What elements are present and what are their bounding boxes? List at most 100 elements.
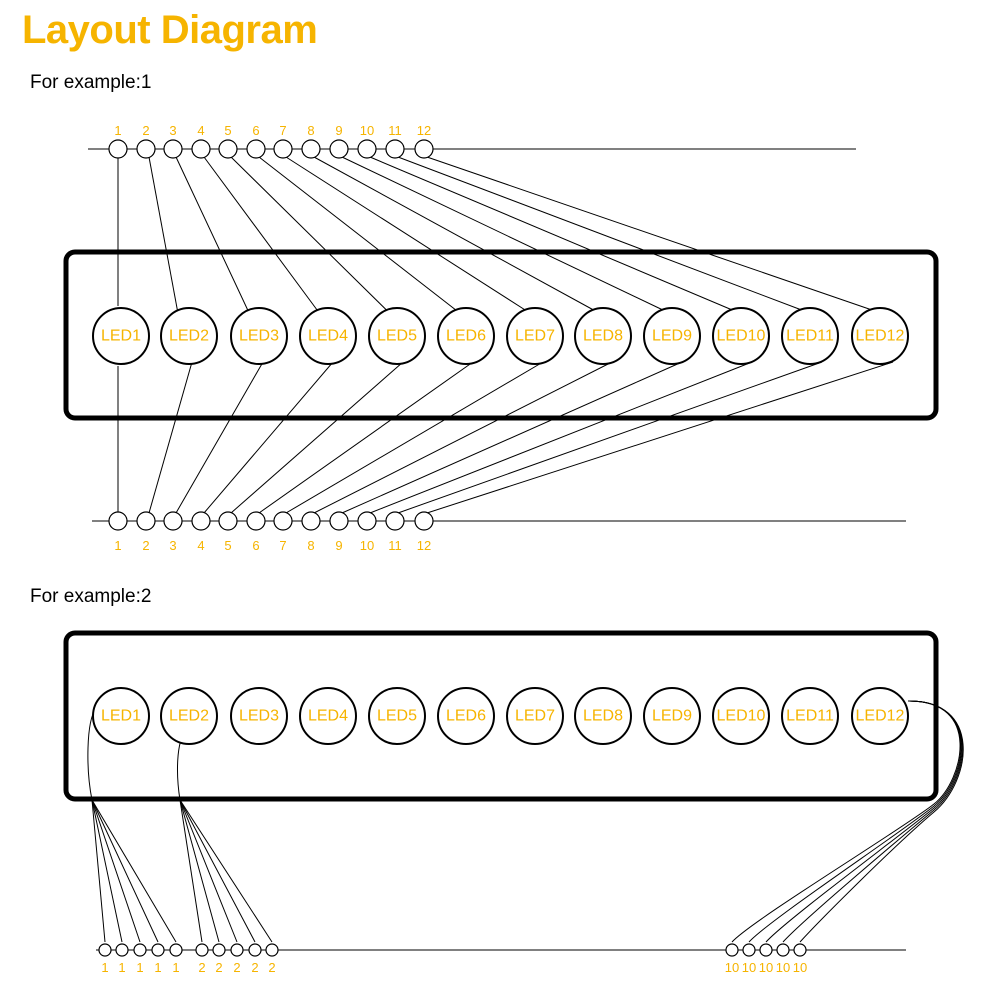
led-circle (92, 687, 150, 745)
top-connector-number: 3 (169, 123, 176, 138)
top-wire (175, 156, 249, 311)
bottom-connector-node (414, 511, 434, 531)
top-connector-number: 10 (360, 123, 374, 138)
group-1-wire (91, 799, 106, 943)
example-1-label: For example:1 (30, 72, 152, 93)
bottom-connector-number: 5 (224, 538, 231, 553)
led-label: LED10 (717, 708, 766, 725)
diagram-title: Layout Diagram (22, 8, 318, 52)
led-label: LED4 (308, 708, 348, 725)
led-circle (299, 307, 357, 365)
bottom-wire (369, 361, 753, 514)
led-label: LED6 (446, 708, 486, 725)
led-circle (643, 687, 701, 745)
group-10-node (759, 943, 773, 957)
led-circle (368, 307, 426, 365)
bottom-connector-node (301, 511, 321, 531)
bottom-connector-node (385, 511, 405, 531)
group-2-wire (179, 799, 203, 943)
top-wire (397, 156, 802, 311)
group-1-node (169, 943, 183, 957)
led-circle (781, 687, 839, 745)
led-circle (160, 687, 218, 745)
top-wire (285, 156, 526, 311)
group-2-node (248, 943, 262, 957)
group-2-number: 2 (215, 960, 222, 975)
bottom-wire (285, 361, 544, 514)
top-connector-node (357, 139, 377, 159)
top-connector-node (191, 139, 211, 159)
top-connector-node (414, 139, 434, 159)
bottom-connector-number: 11 (388, 538, 402, 553)
group-2-number: 2 (233, 960, 240, 975)
group-10-wire (731, 700, 961, 943)
top-connector-number: 7 (279, 123, 286, 138)
group-10-number: 10 (759, 960, 773, 975)
bottom-connector-node (108, 511, 128, 531)
led-circle (437, 687, 495, 745)
group-2-wire (179, 799, 220, 943)
top-wire (426, 156, 873, 311)
bottom-connector-node (191, 511, 211, 531)
top-wire (369, 156, 733, 311)
group-10-number: 10 (725, 960, 739, 975)
group-10-wire (765, 700, 963, 943)
top-connector-node (329, 139, 349, 159)
group-1-number: 1 (101, 960, 108, 975)
top-connector-number: 9 (335, 123, 342, 138)
led-label: LED12 (856, 708, 905, 725)
group-10-number: 10 (742, 960, 756, 975)
top-connector-node (136, 139, 156, 159)
group-2-node (230, 943, 244, 957)
group-1-number: 1 (118, 960, 125, 975)
group-10-wire (799, 700, 964, 943)
led-circle (368, 687, 426, 745)
top-connector-node (385, 139, 405, 159)
bottom-wire (203, 361, 334, 514)
led-label: LED3 (239, 328, 279, 345)
bottom-connector-node (163, 511, 183, 531)
top-connector-number: 1 (114, 123, 121, 138)
group-10-node (776, 943, 790, 957)
bottom-wire (148, 361, 193, 514)
led-label: LED7 (515, 328, 555, 345)
bottom-wire (341, 361, 683, 514)
group-10-node (725, 943, 739, 957)
led-circle (574, 687, 632, 745)
led-label: LED2 (169, 328, 209, 345)
led-label: LED4 (308, 328, 348, 345)
top-connector-node (246, 139, 266, 159)
bottom-connector-node (136, 511, 156, 531)
top-wire (258, 156, 457, 311)
bottom-connector-node (246, 511, 266, 531)
bottom-connector-number: 6 (252, 538, 259, 553)
led-label: LED10 (717, 328, 766, 345)
top-connector-node (218, 139, 238, 159)
led-circle (92, 307, 150, 365)
group-2-node (212, 943, 226, 957)
top-wire (230, 156, 387, 311)
top-connector-number: 6 (252, 123, 259, 138)
top-connector-node (301, 139, 321, 159)
led-label: LED9 (652, 708, 692, 725)
bottom-connector-number: 10 (360, 538, 374, 553)
bottom-wire (313, 361, 613, 514)
bottom-connector-number: 12 (417, 538, 431, 553)
group-1-wire (91, 799, 159, 943)
bottom-connector-node (218, 511, 238, 531)
top-wire (313, 156, 594, 311)
led-label: LED1 (101, 328, 141, 345)
group-1-node (98, 943, 112, 957)
bottom-wire (426, 361, 894, 514)
top-connector-number: 11 (388, 123, 402, 138)
bottom-connector-number: 8 (307, 538, 314, 553)
bottom-connector-number: 7 (279, 538, 286, 553)
bottom-connector-number: 1 (114, 538, 121, 553)
top-connector-number: 2 (142, 123, 149, 138)
top-connector-node (108, 139, 128, 159)
led-circle (230, 307, 288, 365)
bottom-connector-number: 9 (335, 538, 342, 553)
